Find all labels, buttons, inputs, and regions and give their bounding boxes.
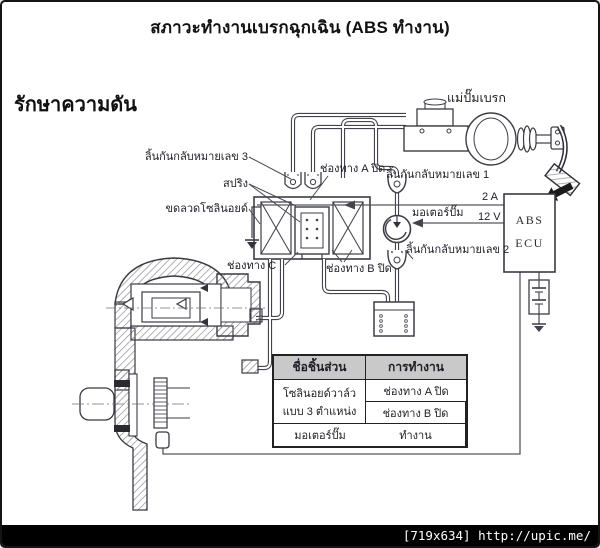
brake-caliper	[106, 257, 266, 391]
table-cell-port-b: ช่องทาง B ปิด	[366, 402, 466, 424]
label-port-c: ช่องทาง C	[227, 260, 277, 272]
label-spring: สปริง	[223, 178, 248, 190]
check-valve-2	[387, 249, 407, 270]
label-solenoid-coil: ขดลวดโซลินอยด์	[165, 203, 248, 215]
label-port-a-closed: ช่องทาง A ปิด	[320, 163, 386, 175]
ground-icon	[532, 323, 546, 332]
label-master-cylinder: แม่ปั๊มเบรก	[447, 91, 506, 105]
label-port-b-closed: ช่องทาง B ปิด	[326, 263, 392, 275]
motor-pump	[382, 214, 412, 244]
ecu-text-abs: ABS	[515, 213, 544, 227]
label-fuse-2a: 2 A	[482, 191, 498, 203]
operation-table: ชื่อชิ้นส่วน การทำงาน โซลินอยด์วาล์ว แบบ…	[272, 354, 468, 448]
hydraulic-pipes	[256, 112, 406, 371]
table-header-operation: การทำงาน	[366, 356, 466, 380]
pressure-mode-label: รักษาความดัน	[14, 94, 137, 116]
label-motor-pump: มอเตอร์ปั๊ม	[412, 207, 464, 219]
label-voltage-12v: 12 V	[478, 211, 501, 223]
label-check-valve-1: ลิ้นกันกลับหมายเลข 1	[386, 169, 490, 181]
check-valve-1	[387, 173, 407, 194]
check-valve-3-pockets	[284, 172, 322, 190]
table-header-part: ชื่อชิ้นส่วน	[274, 356, 366, 380]
label-check-valve-3: ลิ้นกันกลับหมายเลข 3	[144, 151, 248, 163]
abs-ecu-box	[503, 193, 556, 273]
page-title: สภาวะทำงานเบรกฉุกเฉิน (ABS ทำงาน)	[150, 18, 450, 37]
wire-arrowhead-12v	[412, 218, 423, 228]
wire-arrowhead-2a	[344, 200, 355, 210]
watermark-bar: [719x634] http://upic.me/	[2, 525, 598, 546]
table-cell-motor-pump: มอเตอร์ปั๊ม	[294, 430, 346, 442]
brake-disc-assembly	[72, 369, 192, 511]
watermark-text: [719x634] http://upic.me/	[402, 528, 591, 543]
battery	[528, 279, 550, 315]
table-cell-working: ทำงาน	[366, 424, 466, 446]
table-cell-solenoid-line1: โซลินอยด์วาล์ว	[282, 387, 357, 400]
reservoir	[373, 301, 415, 337]
wheel-speed-sensor	[155, 431, 170, 449]
table-cell-port-a: ช่องทาง A ปิด	[366, 380, 466, 402]
ecu-text-ecu: ECU	[515, 236, 544, 250]
label-check-valve-2: ลิ้นกันกลับหมายเลข 2	[406, 244, 510, 256]
table-cell-solenoid-valve: โซลินอยด์วาล์ว แบบ 3 ตำแหน่ง	[274, 380, 366, 424]
label-leader-lines	[248, 156, 414, 266]
master-cylinder	[403, 98, 555, 166]
electric-wires	[162, 204, 540, 455]
table-cell-solenoid-line2: แบบ 3 ตำแหน่ง	[282, 405, 357, 418]
